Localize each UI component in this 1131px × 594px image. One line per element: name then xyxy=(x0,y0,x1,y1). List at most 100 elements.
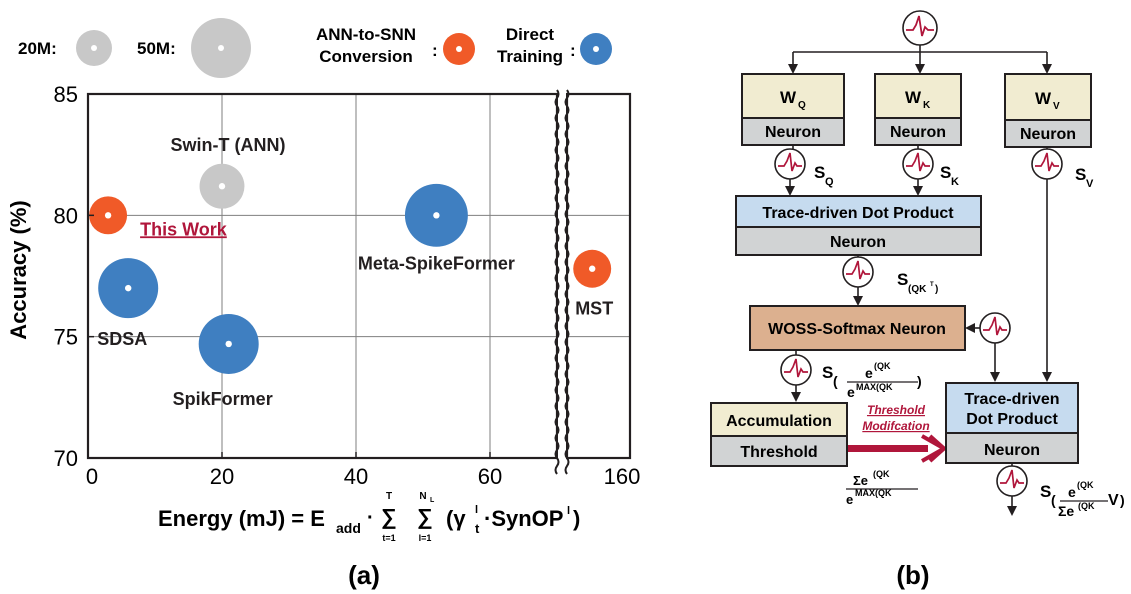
threshold-mod-2: Modifcation xyxy=(862,419,929,433)
caption-b: (b) xyxy=(896,560,929,590)
sv-spike-icon xyxy=(1031,147,1063,382)
threshold-modification-arrow: Threshold Modifcation xyxy=(848,403,949,463)
sq-label: S xyxy=(814,163,825,182)
trace-dot-product-output-block: Trace-driven Dot Product Neuron xyxy=(945,382,1079,464)
point-label: This Work xyxy=(140,219,228,239)
xlabel-prefix: Energy (mJ) = E xyxy=(158,506,325,531)
xlabel-synop: ·SynOP xyxy=(484,506,563,531)
x-tick-label: 20 xyxy=(210,464,234,489)
woss-label: WOSS-Softmax Neuron xyxy=(768,321,946,338)
xlabel-dot: · xyxy=(367,507,374,529)
x-tick-label: 160 xyxy=(604,464,641,489)
legend-size-large-label: 50M: xyxy=(137,39,176,58)
xlabel-gamma-sup: l xyxy=(475,504,478,516)
point-label: SpikFormer xyxy=(173,389,273,409)
legend-direct-dot xyxy=(593,46,599,52)
xlabel-sum2-bottom: l=1 xyxy=(419,533,432,543)
threshold-mod-1: Threshold xyxy=(867,403,926,417)
output-formula: S ( e (QK Σe (QK V ) xyxy=(1040,480,1125,519)
legend-direct-label-1: Direct xyxy=(506,25,555,44)
trace-dot2-neuron: Neuron xyxy=(984,442,1040,459)
out-s: S xyxy=(1040,482,1051,501)
x-tick-label: 40 xyxy=(344,464,368,489)
sqkt-spike-icon xyxy=(842,255,874,306)
xlabel-gamma-sub: t xyxy=(475,521,480,536)
input-spike-icon xyxy=(902,10,938,46)
wq-block: W Q Neuron xyxy=(741,73,845,146)
trace-dot-neuron: Neuron xyxy=(830,234,886,251)
legend-direct-label-2: Training xyxy=(497,47,563,66)
legend-conversion-colon: : xyxy=(432,41,438,60)
softmax-den: e xyxy=(847,384,855,400)
wv-label: W xyxy=(1035,89,1052,108)
softmax-open: ( xyxy=(833,373,838,389)
legend-size-small-dot xyxy=(91,45,97,51)
panel-a-chart: 20M: 50M: ANN-to-SNN Conversion : Direct… xyxy=(6,18,640,590)
y-tick-label: 75 xyxy=(54,325,78,350)
sk-sub: K xyxy=(951,176,959,188)
point-label: MST xyxy=(575,299,613,319)
trace-dot-label: Trace-driven Dot Product xyxy=(762,205,954,222)
xlabel-sum1-symbol: ∑ xyxy=(381,504,397,529)
sqkt-close: ) xyxy=(935,284,938,295)
panel-b-diagram: W Q Neuron W K Neuron W V Neuron S xyxy=(710,10,1125,590)
out-den-sup: (QK xyxy=(1078,501,1095,511)
sqkt-sub: (QK xyxy=(908,284,927,295)
sq-spike-icon xyxy=(774,145,806,196)
woss-spike-icon xyxy=(965,312,1011,382)
point-label: Swin-T (ANN) xyxy=(171,135,286,155)
out-num-sup: (QK xyxy=(1077,480,1094,490)
trace-dot2-line1: Trace-driven xyxy=(964,391,1059,408)
axis-break-line xyxy=(564,89,570,475)
xlabel-close: ) xyxy=(573,506,580,531)
wv-sub: V xyxy=(1053,101,1060,112)
bubble-center-dot xyxy=(218,183,226,190)
axis-break-line xyxy=(554,89,560,475)
wk-label: W xyxy=(905,88,922,107)
softmax-output-formula: S ( e (QK e MAX(QK ) xyxy=(822,361,922,400)
accumulation-block: Accumulation Threshold xyxy=(710,402,848,467)
softmax-s: S xyxy=(822,363,833,382)
plot-frame-left xyxy=(86,92,559,460)
softmax-close: ) xyxy=(917,373,922,389)
wq-sub: Q xyxy=(798,100,806,111)
plot-frame-right xyxy=(565,92,632,460)
legend-size-small-label: 20M: xyxy=(18,39,57,58)
wv-neuron: Neuron xyxy=(1020,126,1076,143)
x-tick-label: 60 xyxy=(478,464,502,489)
legend-conversion-dot xyxy=(456,46,462,52)
xlabel-sum2-top-sub: L xyxy=(430,497,435,504)
threshold-mod-formula: Σe (QK e MAX(QK xyxy=(846,469,918,507)
xlabel-sum1-top: T xyxy=(386,491,392,502)
wq-neuron: Neuron xyxy=(765,124,821,141)
mod-den-sup: MAX(QK xyxy=(855,488,892,498)
axis-break-gap xyxy=(558,92,566,460)
sqkt-label: S xyxy=(897,270,908,289)
sk-label: S xyxy=(940,163,951,182)
wq-label: W xyxy=(780,88,797,107)
xlabel-sum1-bottom: t=1 xyxy=(382,533,395,543)
xlabel-gamma: (γ xyxy=(446,506,466,531)
woss-softmax-block: WOSS-Softmax Neuron xyxy=(749,305,966,351)
sv-sub: V xyxy=(1086,178,1094,190)
sk-spike-icon xyxy=(902,145,934,196)
softmax-num: e xyxy=(865,365,873,381)
bubble-center-dot xyxy=(125,284,132,292)
xlabel-sum2-top: N xyxy=(419,491,426,502)
chart-legend: 20M: 50M: ANN-to-SNN Conversion : Direct… xyxy=(18,18,612,78)
legend-direct-colon: : xyxy=(570,41,576,60)
output-spike-icon xyxy=(996,463,1028,516)
y-tick-label: 85 xyxy=(54,82,78,107)
threshold-label: Threshold xyxy=(740,444,817,461)
legend-size-large-dot xyxy=(218,45,224,51)
x-axis-label: Energy (mJ) = E add · ∑ T t=1 ∑ N L l=1 … xyxy=(158,491,580,543)
out-den: Σe xyxy=(1058,503,1074,519)
mod-num: Σe xyxy=(853,473,868,488)
wk-block: W K Neuron xyxy=(874,73,962,146)
mod-num-sup: (QK xyxy=(873,469,890,479)
wk-neuron: Neuron xyxy=(890,124,946,141)
sv-label: S xyxy=(1075,165,1086,184)
